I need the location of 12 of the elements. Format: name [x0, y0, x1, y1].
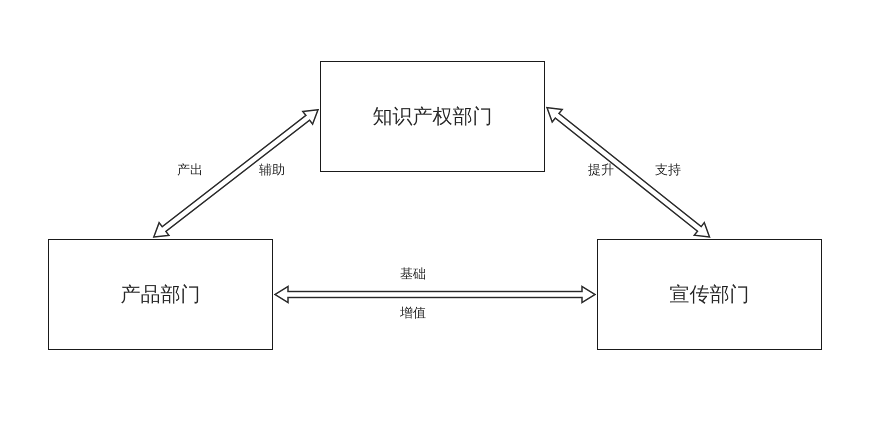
- arrow-label: 支持: [655, 162, 681, 179]
- double-arrow: [274, 285, 596, 304]
- department-box: 宣传部门: [597, 239, 822, 350]
- arrow-label: 提升: [588, 162, 614, 179]
- arrow-label: 产出: [177, 162, 203, 179]
- double-arrow: [152, 108, 320, 238]
- double-arrow: [546, 106, 711, 238]
- arrow-label: 辅助: [259, 162, 285, 179]
- department-box: 知识产权部门: [320, 61, 545, 172]
- arrow-label: 增值: [400, 305, 426, 322]
- arrow-label: 基础: [400, 266, 426, 283]
- department-box: 产品部门: [48, 239, 273, 350]
